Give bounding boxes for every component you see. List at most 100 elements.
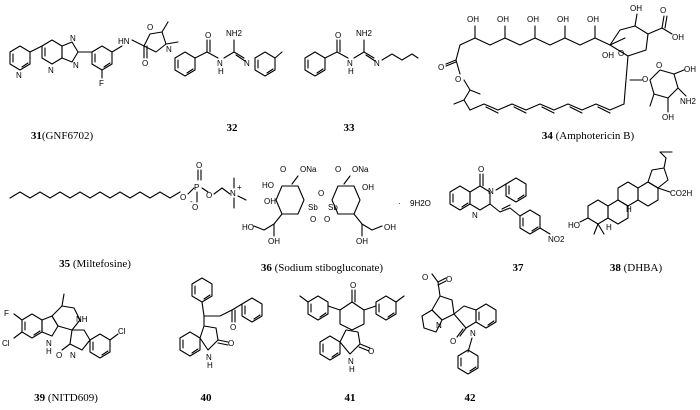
caption-32: 32 — [226, 122, 238, 134]
caption-33: 33 — [343, 122, 355, 134]
atom-label: N — [206, 353, 212, 362]
atom-label: HO — [242, 223, 254, 232]
structure-39: F Cl N H NH O N Cl — [2, 293, 126, 360]
atom-label: NH — [76, 315, 88, 324]
atom-label: N — [347, 59, 353, 68]
atom-label: OH — [467, 15, 479, 24]
atom-label: OH — [268, 237, 280, 246]
water-dot: · — [398, 199, 401, 208]
atom-label: F — [99, 79, 104, 88]
atom-label: O — [422, 273, 428, 282]
atom-label: Sb — [308, 203, 318, 212]
caption-41: 41 — [344, 392, 356, 404]
atom-label: O — [618, 49, 624, 58]
atom-label: OH — [557, 15, 569, 24]
atom-label: OH — [527, 15, 539, 24]
atom-label: O — [142, 59, 148, 68]
atom-label: CO2H — [670, 189, 692, 198]
atom-label: N — [48, 66, 54, 75]
atom-label: O — [324, 215, 330, 224]
atom-label: O — [318, 189, 324, 198]
atom-label: H — [626, 205, 632, 214]
atom-label: N — [472, 211, 478, 220]
atom-label: H — [207, 361, 213, 370]
atom-label: OH — [362, 183, 374, 192]
atom-label: O — [642, 75, 648, 84]
atom-label: O — [56, 351, 62, 360]
caption-42: 42 — [464, 392, 476, 404]
atom-label: OH — [684, 65, 696, 74]
atom-label: N — [166, 45, 172, 54]
atom-label: N — [488, 187, 494, 196]
atom-label: H — [46, 347, 52, 356]
atom-label: OH — [384, 223, 396, 232]
atom-label: H — [348, 67, 354, 76]
atom-label: NO2 — [548, 235, 565, 244]
caption-40: 40 — [200, 392, 212, 404]
atom-label: OH — [662, 113, 674, 122]
structure-33: O N H NH2 N — [304, 29, 419, 77]
atom-label: N — [244, 59, 250, 68]
atom-label: O — [368, 347, 374, 356]
atom-label: N — [73, 61, 79, 70]
atom-label: NH2 — [226, 29, 243, 38]
atom-label: N — [16, 71, 22, 80]
atom-label: O — [180, 193, 186, 202]
atom-label: O — [446, 275, 452, 284]
atom-label: P — [194, 183, 199, 192]
atom-label: HO — [262, 181, 274, 190]
structure-37: O N N NO2 — [449, 165, 565, 244]
structure-41: O O N H — [299, 281, 405, 374]
atom-label: O — [205, 31, 211, 40]
atom-label: + — [237, 183, 242, 192]
atom-label: O — [438, 63, 444, 72]
atom-label: O — [230, 323, 236, 332]
atom-label: Sb — [328, 203, 338, 212]
structure-38: CO2H HO H H — [568, 151, 692, 235]
atom-label: O — [335, 165, 341, 174]
atom-label: N — [230, 189, 236, 198]
structure-35: O P O O - O N + — [9, 161, 247, 212]
atom-label: O — [192, 203, 198, 212]
atom-label: HN — [118, 37, 130, 46]
atom-label: Cl — [2, 339, 10, 348]
atom-label: OH — [264, 197, 276, 206]
atom-label: OH — [630, 4, 642, 13]
atom-label: O — [206, 191, 212, 200]
atom-label: OH — [672, 33, 684, 42]
water-of-hydration: 9H2O — [410, 199, 431, 208]
atom-label: O — [310, 215, 316, 224]
atom-label: NH2 — [356, 29, 373, 38]
caption-36: 36 (Sodium stibogluconate) — [260, 262, 384, 274]
atom-label: O — [147, 23, 153, 32]
atom-label: O — [660, 6, 666, 15]
caption-39: 39 (NITD609) — [34, 392, 98, 404]
atom-label: N — [70, 34, 76, 43]
atom-label: O — [228, 339, 234, 348]
atom-label: N — [70, 351, 76, 360]
atom-label: O — [280, 165, 286, 174]
caption-37: 37 — [512, 262, 524, 274]
caption-31: 31(GNF6702) — [30, 130, 94, 142]
atom-label: N — [470, 329, 476, 338]
atom-label: HO — [568, 221, 580, 230]
atom-label: N — [217, 59, 223, 68]
atom-label: Cl — [118, 327, 126, 336]
atom-label: H — [218, 67, 224, 76]
structure-31: N N N N F HN O O N — [9, 21, 179, 88]
atom-label: N — [46, 339, 52, 348]
atom-label: O — [335, 31, 341, 40]
atom-label: ONa — [300, 165, 317, 174]
structure-32: O N H NH2 N — [174, 29, 283, 77]
atom-label: OH — [356, 237, 368, 246]
atom-label: N — [374, 59, 380, 68]
atom-label: O — [450, 337, 456, 346]
atom-label: OH — [602, 51, 614, 60]
atom-label: O — [196, 161, 202, 170]
atom-label: O — [455, 75, 461, 84]
structure-34: OH OH OH OH OH OH O OH O OH O O O O OH N… — [438, 4, 697, 122]
atom-label: - — [190, 197, 193, 206]
atom-label: H — [606, 223, 612, 232]
atom-label: F — [4, 309, 9, 318]
caption-38: 38 (DHBA) — [609, 262, 663, 274]
